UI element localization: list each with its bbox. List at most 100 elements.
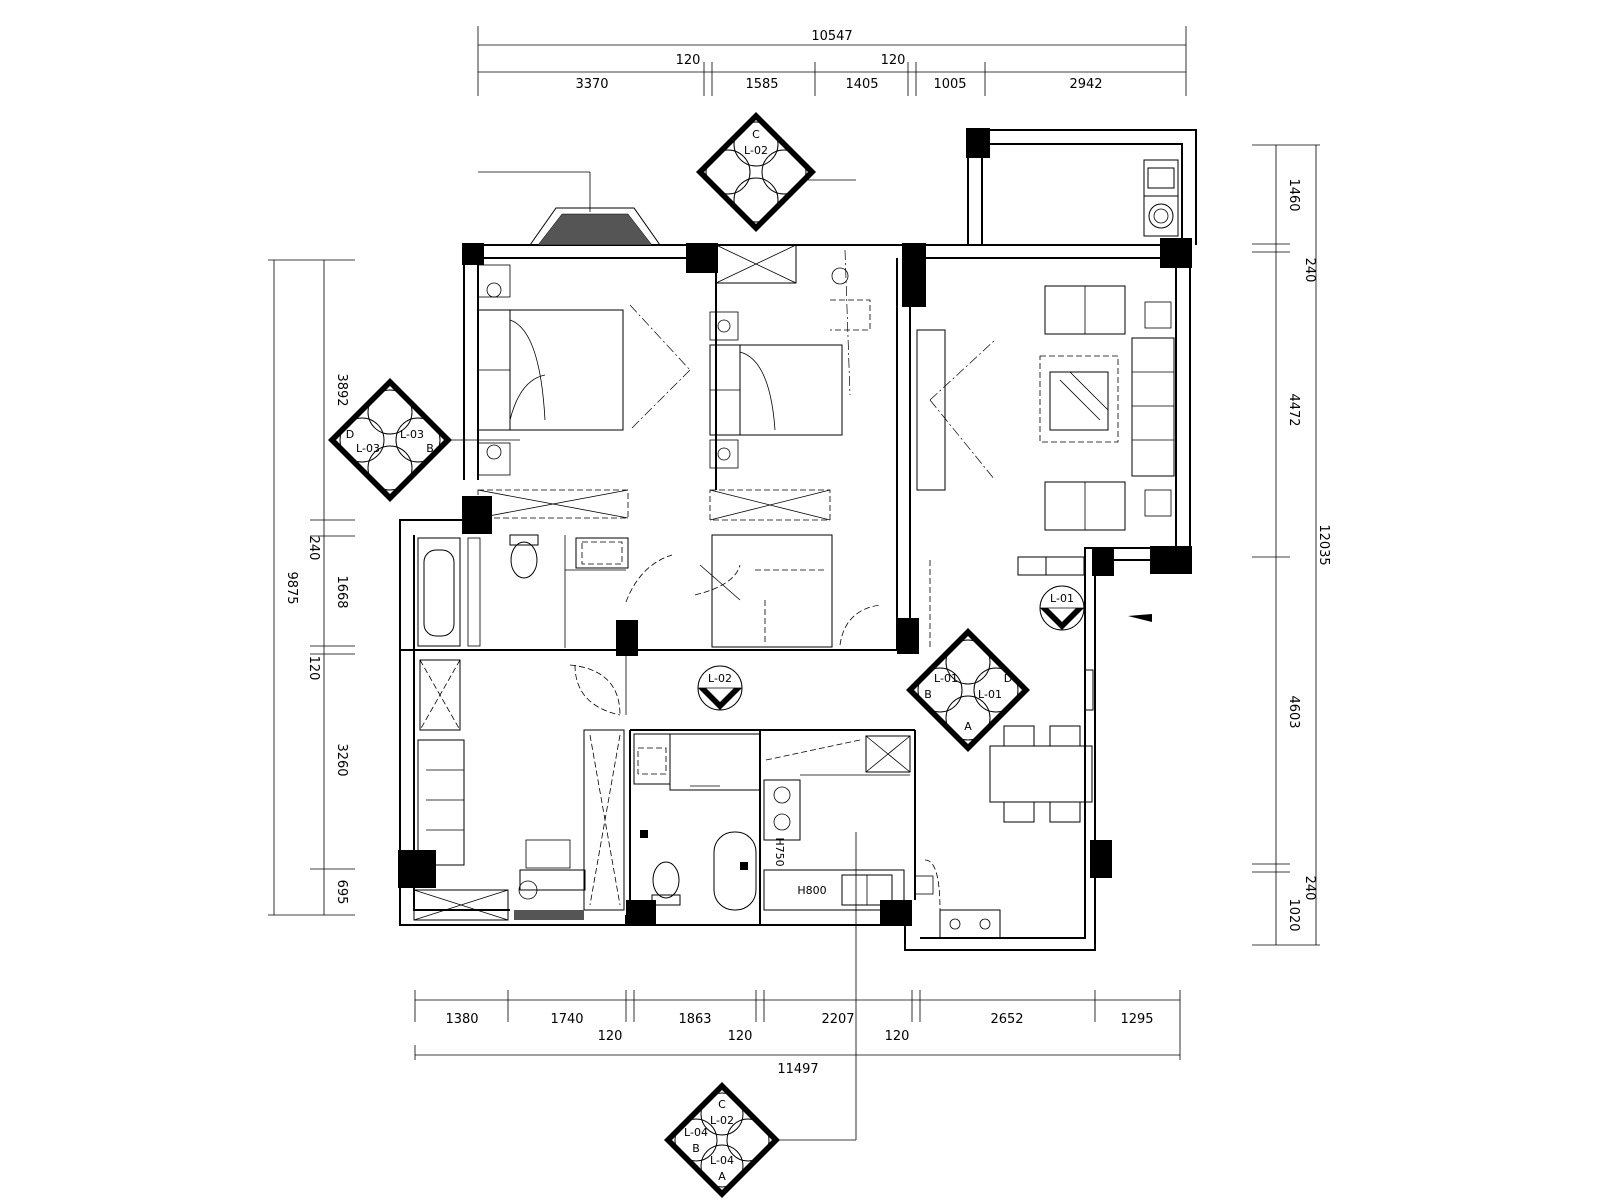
tv-cabinet xyxy=(916,329,946,491)
study-desk xyxy=(519,869,586,891)
south-toilet xyxy=(652,861,680,899)
elev-right-letter-3: A xyxy=(964,720,972,733)
bottom-dim-5: 2652 xyxy=(990,1012,1023,1027)
left-dim-1: 3892 xyxy=(334,373,349,406)
elev-bottom-code-3: L-04 xyxy=(710,1154,734,1167)
washing-machine xyxy=(1143,195,1179,237)
top-dim-2: 1585 xyxy=(745,77,778,92)
elev-left-code-1: L-03 xyxy=(356,442,380,455)
dining-area xyxy=(914,614,1152,939)
left-dim-4: 120 xyxy=(306,656,321,681)
bottom-dim-3: 1863 xyxy=(678,1012,711,1027)
left-dim-3: 1668 xyxy=(334,575,349,608)
top-wall-mark-2: 120 xyxy=(881,53,906,68)
bottom-dim-1: 1380 xyxy=(445,1012,478,1027)
west-bathroom xyxy=(417,534,629,648)
balcony-sink xyxy=(1143,159,1179,197)
second-bedroom-window xyxy=(715,244,797,284)
right-dim-2: 240 xyxy=(1302,258,1317,283)
entry-cabinet xyxy=(939,909,1001,939)
section-tag-entry: L-01 xyxy=(1039,585,1085,631)
bottom-wall-mark-3: 120 xyxy=(885,1029,910,1044)
bottom-dim-4: 2207 xyxy=(821,1012,854,1027)
kitchen-counter xyxy=(763,869,905,911)
left-dim-2: 240 xyxy=(306,536,321,561)
master-wardrobe xyxy=(477,489,629,519)
bathtub xyxy=(417,537,461,647)
top-wall-mark-1: 120 xyxy=(676,53,701,68)
right-dim-1: 1460 xyxy=(1286,178,1301,211)
second-wardrobe xyxy=(709,489,831,521)
fridge xyxy=(865,735,911,773)
walls xyxy=(399,129,1197,951)
elevation-marker-right: D L-01 L-01 B A xyxy=(906,628,1030,752)
study-chair xyxy=(525,839,571,869)
bottom-total-dimension: 11497 xyxy=(777,1062,818,1077)
top-dim-1: 3370 xyxy=(575,77,608,92)
elev-right-code-1: L-01 xyxy=(978,688,1002,701)
cooktop xyxy=(763,779,801,841)
dining-table xyxy=(989,745,1093,803)
nightstand-2a xyxy=(709,311,739,341)
west-sink xyxy=(575,537,629,569)
master-bedroom xyxy=(477,264,691,519)
side-table-top xyxy=(1144,301,1172,329)
right-dim-3: 4472 xyxy=(1286,393,1301,426)
living-room xyxy=(916,257,1175,648)
second-bedroom xyxy=(709,244,871,521)
section-tag-corridor: L-02 xyxy=(697,665,743,711)
left-dim-6: 695 xyxy=(334,880,349,905)
top-dim-3: 1405 xyxy=(845,77,878,92)
balcony xyxy=(1143,159,1179,237)
study-sofa xyxy=(417,739,465,866)
elev-left-letter-1: D xyxy=(346,428,354,441)
left-dim-5: 3260 xyxy=(334,743,349,776)
top-total-dimension: 10547 xyxy=(811,29,852,44)
left-dimension-chain: 9875 3892 240 1668 120 3260 695 xyxy=(268,259,355,916)
elev-right-letter-2: B xyxy=(924,688,932,701)
top-dim-5: 2942 xyxy=(1069,77,1102,92)
bottom-dimension-chain: 1380 1740 1863 2207 2652 1295 120 120 12… xyxy=(414,990,1181,1077)
study-bookshelf xyxy=(583,729,625,911)
study xyxy=(413,659,625,921)
elev-bottom-letter-1: C xyxy=(718,1098,726,1111)
bottom-dim-2: 1740 xyxy=(550,1012,583,1027)
elev-left-letter-2: B xyxy=(426,442,434,455)
elev-right-code-2: L-01 xyxy=(934,672,958,685)
bottom-dim-6: 1295 xyxy=(1120,1012,1153,1027)
west-toilet xyxy=(510,541,538,579)
elev-right-letter-1: D xyxy=(1004,672,1012,685)
structural-columns xyxy=(398,128,1192,926)
nightstand-2b xyxy=(709,439,739,469)
bay-window xyxy=(478,171,661,246)
left-total-dimension: 9875 xyxy=(284,571,299,604)
nightstand-right xyxy=(477,442,511,476)
right-dim-4: 4603 xyxy=(1286,695,1301,728)
elev-left-code-2: L-03 xyxy=(400,428,424,441)
elev-bottom-code-2: L-04 xyxy=(684,1126,708,1139)
kitchen: H750 H800 xyxy=(763,735,911,1141)
door-swings xyxy=(574,554,673,716)
right-total-dimension: 12035 xyxy=(1316,524,1331,565)
top-dim-4: 1005 xyxy=(933,77,966,92)
elev-top-letter: C xyxy=(752,128,760,141)
sink-height-mark: H800 xyxy=(797,884,826,897)
walk-in-closet xyxy=(694,534,881,648)
elev-bottom-letter-3: A xyxy=(718,1170,726,1183)
nightstand-left xyxy=(477,264,511,298)
elevation-marker-left: D L-03 L-03 B xyxy=(328,378,520,502)
top-dimension-chain: 10547 3370 1585 1405 1005 2942 120 120 xyxy=(477,26,1187,96)
sofa xyxy=(1131,337,1175,477)
south-bathroom xyxy=(633,733,761,911)
south-bathtub xyxy=(713,831,757,911)
right-dim-5: 240 xyxy=(1302,876,1317,901)
bottom-wall-mark-1: 120 xyxy=(598,1029,623,1044)
elev-bottom-code-1: L-02 xyxy=(710,1114,734,1127)
elevation-marker-bottom: C L-02 L-04 B A L-04 xyxy=(664,1082,780,1198)
side-table-bottom xyxy=(1144,489,1172,517)
oven-height-mark: H750 xyxy=(773,837,786,866)
right-dim-6: 1020 xyxy=(1286,898,1301,931)
right-dimension-chain: 1460 240 4472 4603 240 1020 12035 xyxy=(1252,144,1331,946)
entry-tag-label: L-01 xyxy=(1050,592,1074,605)
